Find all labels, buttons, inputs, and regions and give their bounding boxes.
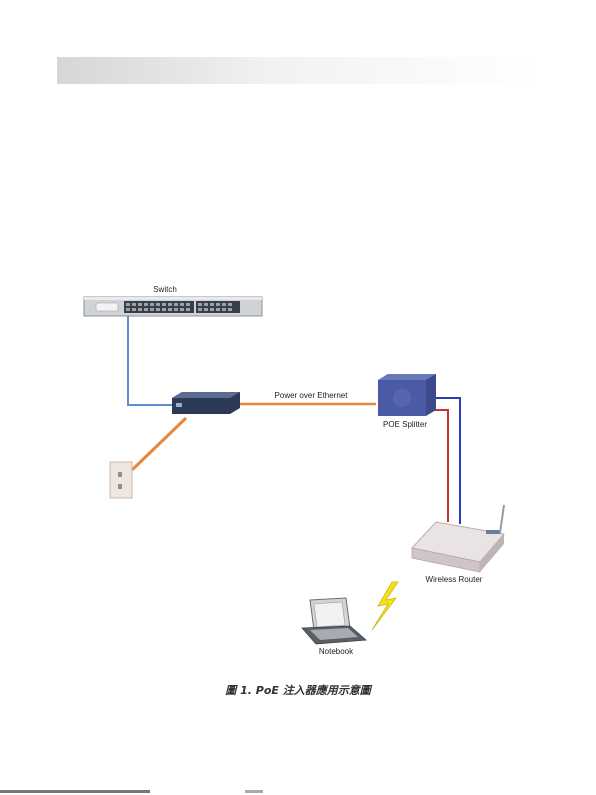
poe-injector-icon <box>172 392 240 414</box>
wireless-router-label: Wireless Router <box>426 575 483 584</box>
lightning-icon <box>372 582 398 630</box>
wall-outlet-icon <box>110 462 132 498</box>
poe-cable-label: Power over Ethernet <box>275 391 349 400</box>
outlet-power-cable <box>132 418 186 470</box>
poe-splitter-label: POE Splitter <box>383 420 427 429</box>
notebook-icon <box>302 598 366 644</box>
notebook-label: Notebook <box>319 647 354 656</box>
switch-icon <box>84 297 262 316</box>
splitter-power-cable <box>426 410 448 522</box>
wireless-router-icon <box>412 505 504 572</box>
switch-to-injector-cable <box>128 316 172 405</box>
splitter-data-cable <box>430 398 460 524</box>
poe-splitter-icon <box>378 374 436 416</box>
footer-marks <box>0 788 596 795</box>
switch-label: Switch <box>153 285 177 294</box>
figure-caption: 圖 1. PoE 注入器應用示意圖 <box>0 682 596 698</box>
